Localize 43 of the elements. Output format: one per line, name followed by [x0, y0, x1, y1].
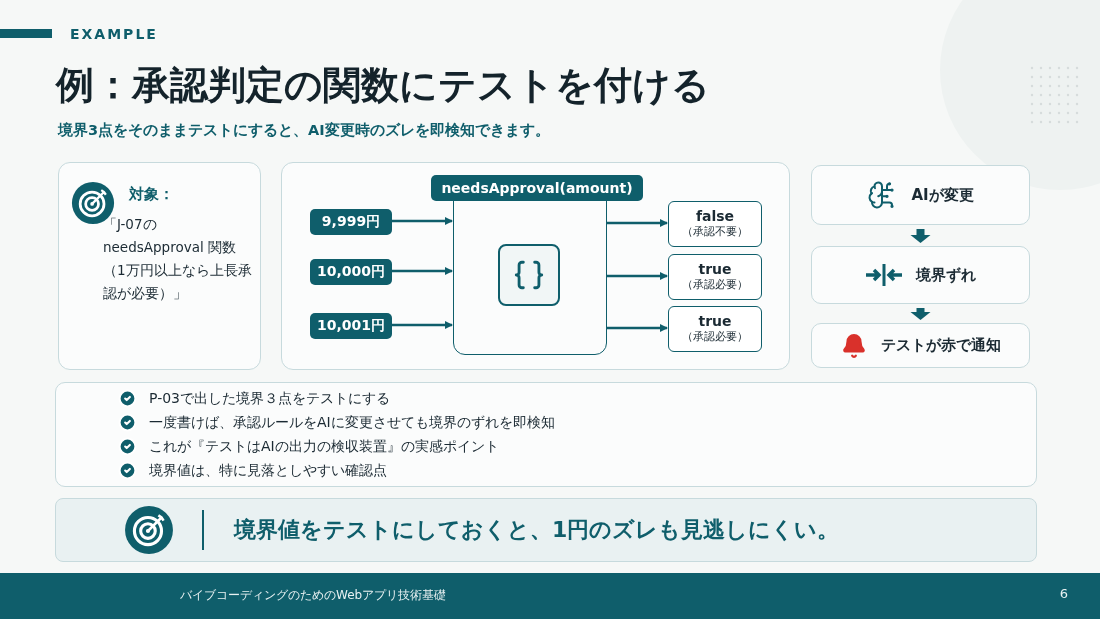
target-card	[58, 162, 261, 370]
arrow	[391, 267, 453, 275]
slide-title: 例：承認判定の関数にテストを付ける	[56, 62, 710, 109]
return-value: true	[698, 261, 732, 279]
input-value-tag: 10,000円	[310, 259, 392, 285]
function-name-tab: needsApproval(amount)	[431, 175, 643, 201]
step-label: 境界ずれ	[915, 265, 976, 285]
bullet-text: これが『テストはAIの出力の検収装置』の実感ポイント	[149, 437, 499, 456]
down-arrow	[910, 229, 931, 243]
output-box	[668, 306, 762, 352]
arrow	[606, 219, 668, 227]
takeaway-text: 境界値をテストにしておくと、1円のズレも見逃しにくい。	[234, 516, 840, 544]
output-box	[668, 201, 762, 247]
bullet-text: 一度書けば、承認ルールをAIに変更させても境界のずれを即検知	[149, 413, 555, 432]
subtitle: 境界3点をそのままテストにすると、AI変更時のズレを即検知できます。	[58, 121, 550, 140]
arrow	[606, 272, 668, 280]
input-value-tag: 10,001円	[310, 313, 392, 339]
bullet-text: 境界値は、特に見落としやすい確認点	[149, 461, 387, 480]
flow-step-box	[811, 323, 1030, 368]
input-value-tag: 9,999円	[310, 209, 392, 235]
card-heading: 対象：	[129, 185, 174, 204]
section-kicker: EXAMPLE	[70, 26, 158, 42]
step-label: AIが変更	[911, 185, 974, 205]
arrow	[606, 324, 668, 332]
bullet-list-card	[55, 382, 1037, 487]
diagram-panel	[281, 162, 790, 370]
flow-step-box	[811, 165, 1030, 225]
page-number: 6	[1059, 586, 1068, 601]
card-text: 「J-07のneedsApproval 関数（1万円以上なら上長承認が必要）」	[103, 215, 253, 303]
return-value: true	[698, 313, 732, 331]
arrow	[391, 321, 453, 329]
step-label: テストが赤で通知	[880, 336, 1001, 355]
down-arrow	[910, 308, 931, 320]
return-note: （承認必要）	[682, 330, 748, 345]
return-note: （承認不要）	[682, 225, 748, 240]
flow-step-box	[811, 246, 1030, 304]
arrow	[391, 217, 453, 225]
course-title: バイブコーディングのためのWebアプリ技術基礎	[180, 587, 447, 604]
bullet-text: P-03で出した境界３点をテストにする	[149, 389, 390, 408]
output-box	[668, 254, 762, 300]
return-value: false	[695, 208, 735, 226]
takeaway-banner	[55, 498, 1037, 562]
return-note: （承認必要）	[682, 278, 748, 293]
